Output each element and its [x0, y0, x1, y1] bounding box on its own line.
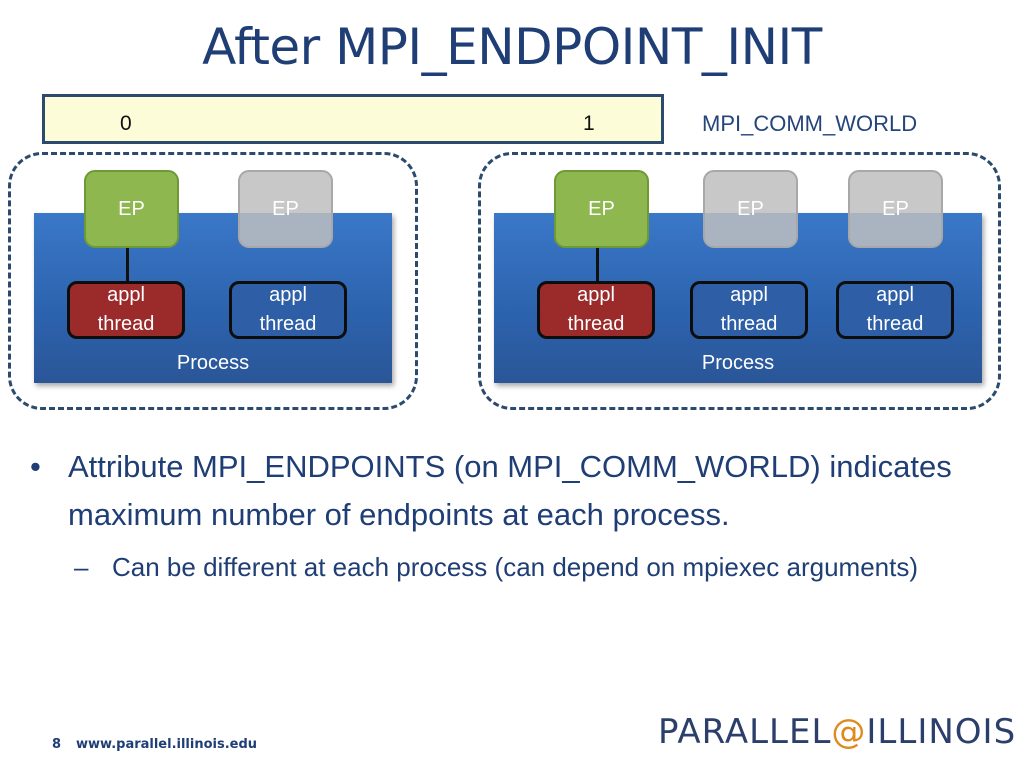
rank-label-1: 1 — [583, 112, 595, 135]
bullet-list: • Attribute MPI_ENDPOINTS (on MPI_COMM_W… — [28, 443, 988, 587]
process-0-thread-1: appl thread — [229, 281, 347, 339]
endpoint-label: EP — [882, 198, 909, 220]
bullet-text-main: Attribute MPI_ENDPOINTS (on MPI_COMM_WOR… — [68, 449, 952, 532]
parallel-illinois-logo: PARALLEL@ILLINOIS — [658, 712, 1016, 752]
bullet-item-sub: – Can be different at each process (can … — [28, 547, 988, 587]
bullet-text-sub: Can be different at each process (can de… — [112, 552, 918, 582]
process-0-endpoint-1: EP — [238, 170, 333, 248]
process-0-endpoint-0: EP — [84, 170, 179, 248]
thread-label-line2: thread — [259, 313, 317, 335]
thread-label-line1: appl — [269, 284, 307, 306]
bullet-item-main: • Attribute MPI_ENDPOINTS (on MPI_COMM_W… — [28, 443, 988, 539]
process-1-label: Process — [701, 352, 775, 374]
process-1-thread-2: appl thread — [836, 281, 954, 339]
process-1-endpoint-2: EP — [848, 170, 943, 248]
comm-world-bar — [42, 94, 664, 144]
logo-prefix: PARALLEL — [658, 712, 832, 752]
logo-at: @ — [831, 712, 867, 752]
sub-bullet-dash-icon: – — [74, 552, 89, 582]
process-1-ep-thread-link — [596, 245, 599, 283]
endpoint-label: EP — [588, 198, 615, 220]
thread-label-line1: appl — [876, 284, 914, 306]
thread-label-line1: appl — [577, 284, 615, 306]
thread-label-line2: thread — [567, 313, 625, 335]
process-1-group-outline — [478, 152, 1001, 410]
rank-label-0: 0 — [120, 112, 132, 135]
process-0-thread-0: appl thread — [67, 281, 185, 339]
thread-label-line1: appl — [730, 284, 768, 306]
process-1-endpoint-0: EP — [554, 170, 649, 248]
page-number: 8 — [52, 737, 62, 752]
process-0-ep-thread-link — [126, 245, 129, 283]
process-1-thread-1: appl thread — [690, 281, 808, 339]
footer-url: www.parallel.illinois.edu — [76, 737, 258, 752]
thread-label-line1: appl — [107, 284, 145, 306]
endpoint-label: EP — [737, 198, 764, 220]
process-1-endpoint-1: EP — [703, 170, 798, 248]
endpoint-label: EP — [118, 198, 145, 220]
process-0-label: Process — [176, 352, 250, 374]
comm-world-label: MPI_COMM_WORLD — [702, 111, 918, 136]
bullet-dot-icon: • — [30, 449, 41, 484]
thread-label-line2: thread — [866, 313, 924, 335]
process-0-group-outline — [8, 152, 418, 410]
slide-title: After MPI_ENDPOINT_INIT — [202, 18, 822, 76]
thread-label-line2: thread — [720, 313, 778, 335]
thread-label-line2: thread — [97, 313, 155, 335]
endpoint-label: EP — [272, 198, 299, 220]
process-1-thread-0: appl thread — [537, 281, 655, 339]
logo-suffix: ILLINOIS — [866, 712, 1017, 752]
